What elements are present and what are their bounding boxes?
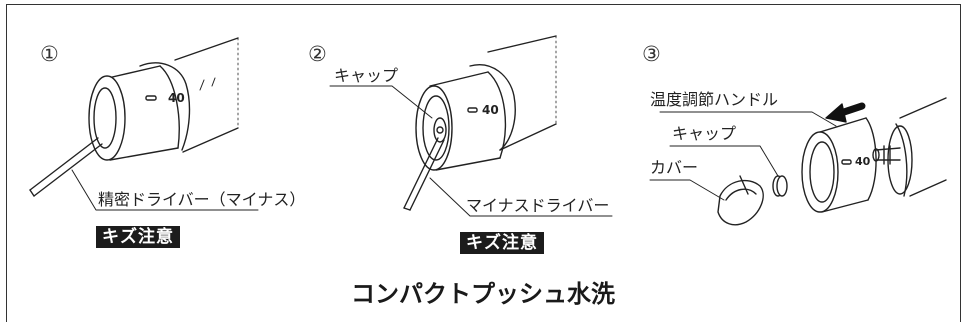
step3-cover-label: カバー [650,158,699,177]
product-caption: コンパクトプッシュ水洗 [351,280,615,308]
step2-number: ② [308,42,327,66]
step2-illustration [329,35,613,217]
step1-illustration [29,37,259,211]
step2-tool-label: マイナスドライバー [466,196,610,215]
step2-cap-label: キャップ [334,66,399,85]
step2-dial-marking: 40 [482,103,499,117]
step2-warning-badge: キズ注意 [460,232,544,254]
step3-handle-label: 温度調節ハンドル [650,90,779,109]
step1-tool-label: 精密ドライバー（マイナス） [98,190,306,209]
step1-dial-marking: 40 [168,91,185,105]
step1-number: ① [40,42,59,66]
step3-number: ③ [642,42,661,66]
diagram-frame [6,4,961,322]
step1-warning-badge: キズ注意 [96,226,180,248]
step3-dial-marking: 40 [855,155,871,168]
step3-illustration [649,97,947,226]
step3-cap-label: キャップ [672,124,737,143]
